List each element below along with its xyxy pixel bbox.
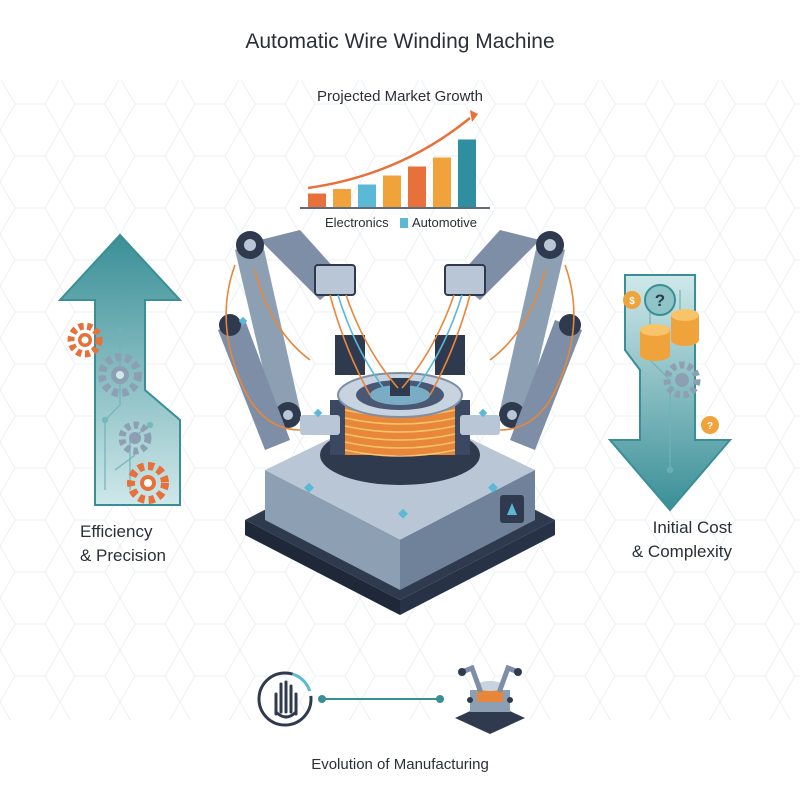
svg-text:?: ? [655, 291, 665, 310]
bar-1 [308, 193, 326, 207]
evolution-strip [257, 664, 525, 734]
bar-4 [383, 175, 401, 207]
wires [225, 264, 575, 431]
trend-arrowhead [470, 110, 478, 122]
footer-caption: Evolution of Manufacturing [311, 756, 489, 773]
up-arrow-with-gears-icon [57, 233, 183, 506]
gear-icon [98, 353, 142, 397]
robot-arm-left [218, 230, 356, 450]
bar-6 [433, 157, 451, 207]
winding-machine-icon [455, 664, 525, 734]
bar-2 [333, 189, 351, 207]
cost-label: Initial Cost & Complexity [631, 518, 732, 561]
robot-arm-right [444, 230, 582, 450]
bar-3 [358, 184, 376, 207]
svg-text:$: $ [629, 296, 635, 307]
dollar-coin-icon: ? [701, 416, 719, 434]
market-growth-chart [300, 110, 490, 209]
winding-machine [218, 230, 582, 615]
question-coin-icon: ? [644, 284, 676, 316]
chart-legend: Electronics Automotive [300, 212, 490, 234]
dollar-coin-icon: $ [623, 291, 641, 309]
down-arrow-with-coins-icon: ? $ ? [607, 274, 733, 512]
gear-icon [127, 462, 169, 504]
gear-icon [118, 421, 152, 455]
chart-title: Projected Market Growth [317, 88, 483, 105]
legend-electronics: Electronics [325, 215, 389, 230]
bar-7 [458, 139, 476, 207]
trend-arrow [307, 117, 471, 190]
gear-icon [663, 361, 701, 399]
legend-swatch-automotive [400, 218, 408, 228]
legend-automotive: Automotive [412, 215, 478, 230]
bar-5 [408, 166, 426, 207]
page-title: Automatic Wire Winding Machine [245, 30, 555, 53]
gear-icon [67, 322, 103, 358]
efficiency-label: Efficiency & Precision [80, 522, 166, 565]
coin-stack-icon [640, 309, 699, 361]
hand-icon [257, 671, 313, 727]
svg-text:?: ? [707, 421, 713, 432]
